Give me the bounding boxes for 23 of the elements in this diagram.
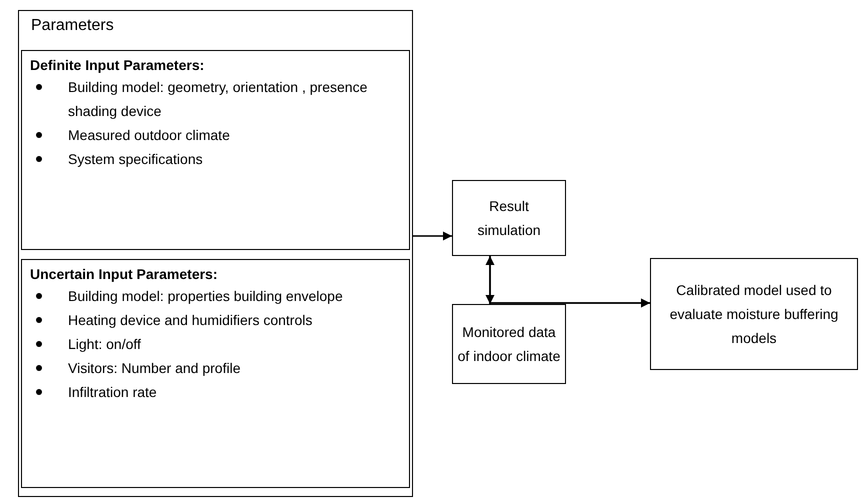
list-item-text: Measured outdoor climate xyxy=(68,126,231,145)
process-box xyxy=(650,258,858,370)
box-text: Calibrated model used to evaluate moisture buffering models xyxy=(668,281,840,348)
group-box xyxy=(18,10,413,497)
list-item-text: System specifications xyxy=(68,150,204,169)
parameter-list-box xyxy=(21,259,410,488)
list-item-text: Building model: geometry, orientation , presence shading device xyxy=(68,78,368,121)
list-item-text: Visitors: Number and profile xyxy=(68,359,242,378)
group-title: Parameters xyxy=(31,17,114,35)
list-heading: Definite Input Parameters: xyxy=(30,57,204,73)
process-box xyxy=(452,304,566,384)
list-item-text: Building model: properties building envelope xyxy=(68,287,344,306)
list-heading: Uncertain Input Parameters: xyxy=(30,266,218,282)
list-item-text: Light: on/off xyxy=(68,335,142,354)
process-box xyxy=(452,180,566,256)
parameter-list-box xyxy=(21,50,410,250)
list-item-text: Heating device and humidifiers controls xyxy=(68,311,314,330)
arrow xyxy=(486,256,494,304)
list-item-text: Infiltration rate xyxy=(68,383,158,402)
box-text: Result simulation xyxy=(476,197,542,240)
box-text: Monitored data of indoor climate xyxy=(457,323,561,366)
arrow xyxy=(489,298,650,308)
arrow xyxy=(413,232,452,240)
